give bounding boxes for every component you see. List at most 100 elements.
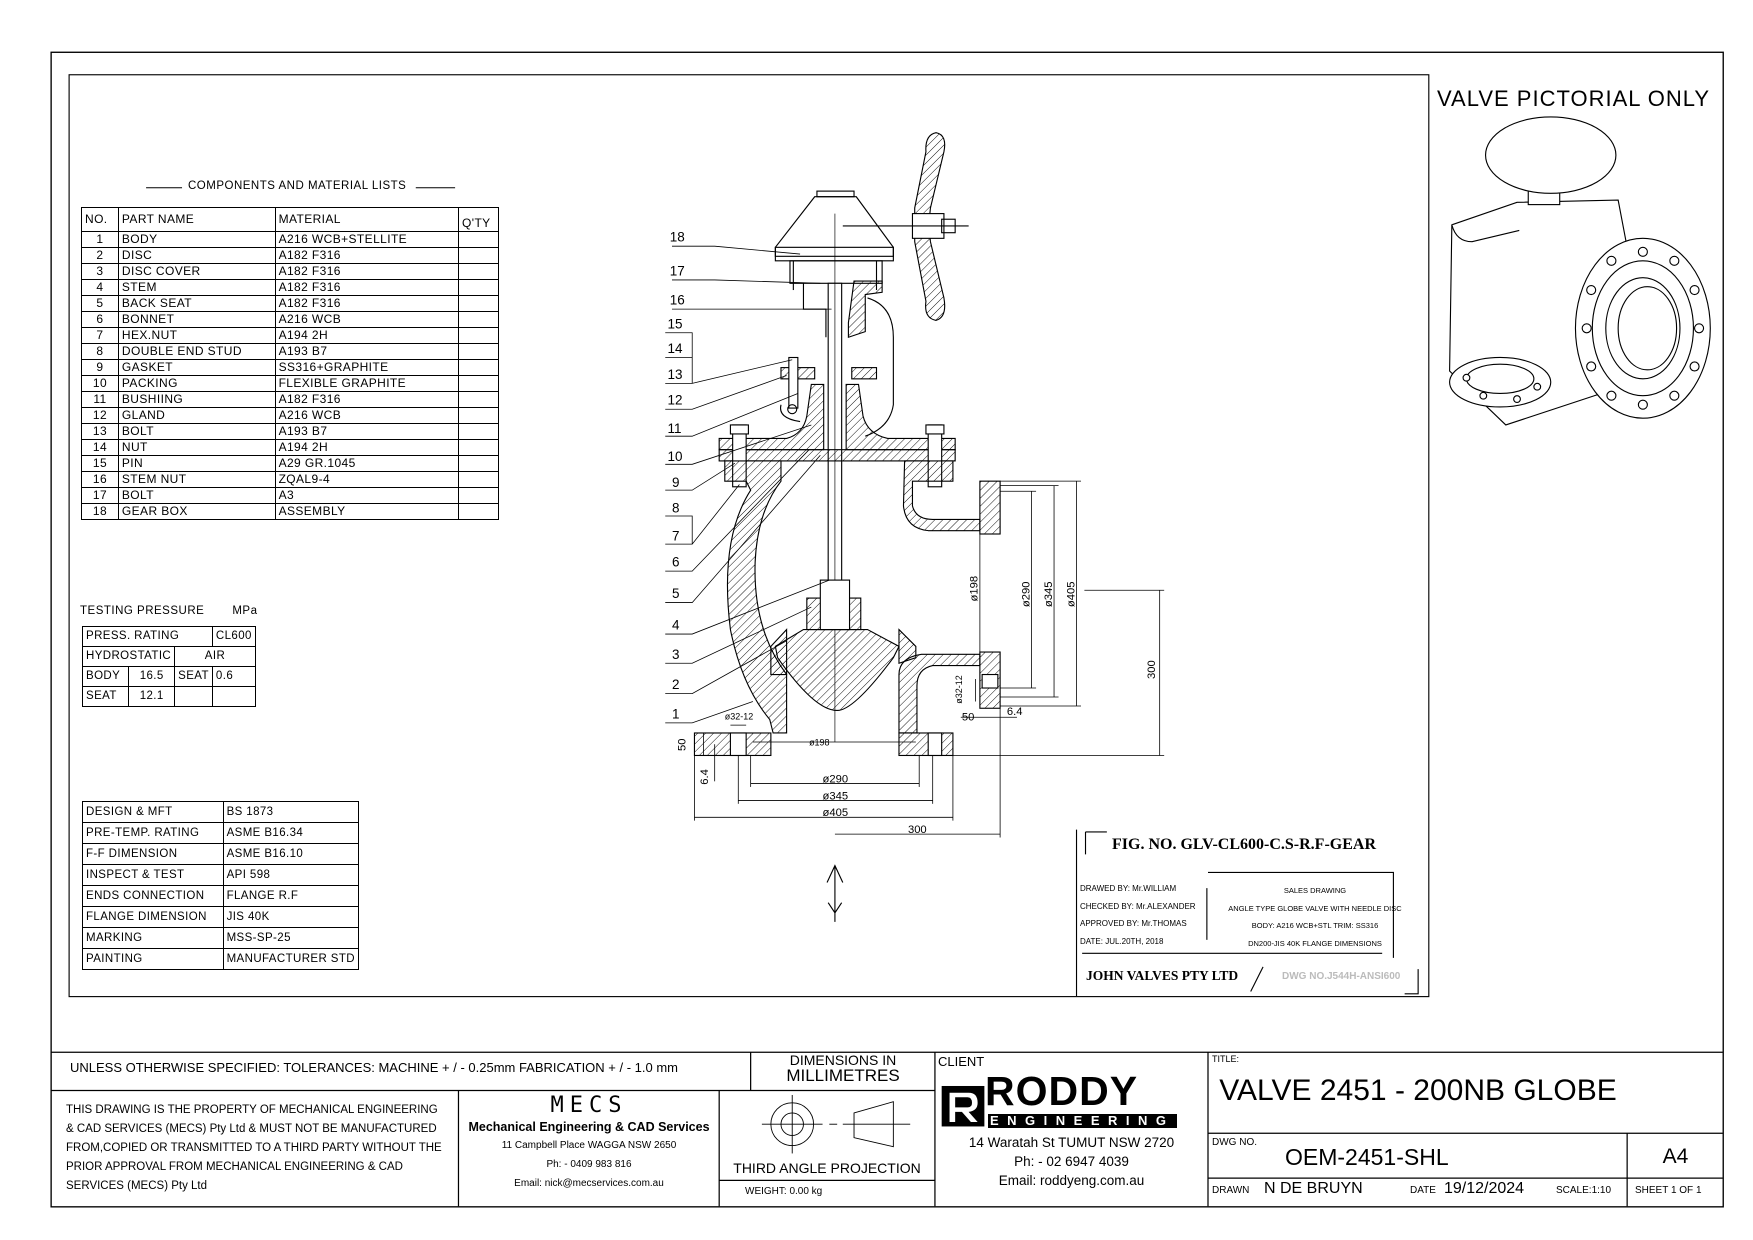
- part-no: 6: [81, 311, 119, 328]
- mecs-address: 11 Campbell Place WAGGA NSW 2650: [501, 1140, 677, 1151]
- material: A3: [274, 487, 460, 504]
- part-name: BONNET: [117, 311, 276, 328]
- balloon: 18: [670, 230, 685, 245]
- material: ZQAL9-4: [274, 471, 460, 488]
- qty: [458, 247, 499, 264]
- drawed-by: DRAWED BY: Mr.WILLIAM: [1080, 884, 1177, 893]
- empty-cell: [211, 686, 256, 707]
- leader-lines: [665, 245, 832, 724]
- flow-arrow-icon: [826, 864, 844, 922]
- balloon: 6: [672, 555, 679, 570]
- seat-label: SEAT: [81, 686, 130, 707]
- spec-label: F-F DIMENSION: [82, 843, 224, 865]
- tolerances-note: UNLESS OTHERWISE SPECIFIED: TOLERANCES: …: [70, 1060, 678, 1075]
- qty: [458, 391, 499, 408]
- balloon: 15: [667, 316, 682, 331]
- dim-label: ø345: [823, 790, 849, 802]
- spec-value: API 598: [222, 864, 360, 886]
- date: 19/12/2024: [1444, 1180, 1525, 1197]
- projection-label: THIRD ANGLE PROJECTION: [733, 1160, 921, 1176]
- qty: [458, 311, 499, 328]
- dim-label: 300: [908, 824, 927, 836]
- date-label: DATE: [1410, 1185, 1436, 1196]
- material: A182 F316: [274, 247, 460, 264]
- material: A216 WCB: [274, 311, 460, 328]
- fig-date: DATE: JUL.20TH, 2018: [1080, 936, 1164, 946]
- dimension-lines: [694, 480, 1165, 838]
- drawn-label: DRAWN: [1212, 1185, 1250, 1196]
- disc: [774, 628, 900, 712]
- material: A194 2H: [274, 439, 460, 456]
- qty: [458, 279, 499, 296]
- handwheel: [914, 132, 946, 321]
- spec-value: MSS-SP-25: [222, 927, 360, 949]
- qty: [458, 407, 499, 424]
- spec-value: ASME B16.34: [222, 822, 360, 844]
- fig-dwg-no: DWG NO.J544H-ANSI600: [1282, 971, 1401, 982]
- balloon: 12: [667, 393, 682, 408]
- dim-label: 50: [676, 738, 688, 750]
- qty: [458, 343, 499, 360]
- client-label: CLIENT: [938, 1054, 985, 1069]
- part-no: 2: [81, 247, 119, 264]
- part-name: GEAR BOX: [117, 503, 276, 520]
- balloon: 2: [672, 677, 679, 692]
- fig-box-frame: [1075, 829, 1419, 997]
- part-name: PIN: [117, 455, 276, 472]
- part-no: 9: [81, 359, 119, 376]
- qty: [458, 439, 499, 456]
- drawing-title: VALVE 2451 - 200NB GLOBE: [1219, 1074, 1617, 1107]
- dwg-no-label: DWG NO.: [1212, 1137, 1257, 1148]
- roddy-logo-icon: [941, 1085, 985, 1127]
- material: A182 F316: [274, 279, 460, 296]
- title-block-lines: [50, 1051, 1723, 1207]
- dim-label: ø32-12: [954, 675, 964, 703]
- qty: [458, 487, 499, 504]
- air-label: AIR: [174, 646, 256, 667]
- part-no: 16: [81, 471, 119, 488]
- part-name: GASKET: [117, 359, 276, 376]
- part-no: 3: [81, 263, 119, 280]
- part-no: 11: [81, 391, 119, 408]
- part-name: GLAND: [117, 407, 276, 424]
- dim-label: ø290: [823, 773, 849, 785]
- dim-label: ø198: [809, 737, 829, 747]
- dimension-labels: ø198 ø290 ø345 ø405 300 ø32-12 6.4 50 ø3…: [676, 576, 1158, 836]
- testing-title: TESTING PRESSURE: [80, 605, 205, 617]
- spec-value: JIS 40K: [222, 906, 360, 928]
- client-address: 14 Waratah St TUMUT NSW 2720: [968, 1135, 1175, 1150]
- client-email: Email: roddyeng.com.au: [998, 1173, 1145, 1188]
- qty: [458, 375, 499, 392]
- material: A216 WCB+STELLITE: [274, 231, 460, 248]
- testing-unit: MPa: [232, 605, 258, 617]
- part-no: 17: [81, 487, 119, 504]
- part-no: 15: [81, 455, 119, 472]
- material: ASSEMBLY: [274, 503, 460, 520]
- part-name: STEM: [117, 279, 276, 296]
- mecs-email: Email: nick@mecservices.com.au: [514, 1178, 664, 1189]
- spec-value: FLANGE R.F: [222, 885, 360, 907]
- title-label: TITLE:: [1212, 1054, 1240, 1064]
- part-name: PACKING: [117, 375, 276, 392]
- qty: [458, 263, 499, 280]
- part-no: 7: [81, 327, 119, 344]
- third-angle-projection-icon: [761, 1094, 911, 1154]
- material: A194 2H: [274, 327, 460, 344]
- spec-label: PAINTING: [82, 948, 224, 970]
- fig-note: BODY: A216 WCB+STL TRIM: SS316: [1251, 921, 1379, 930]
